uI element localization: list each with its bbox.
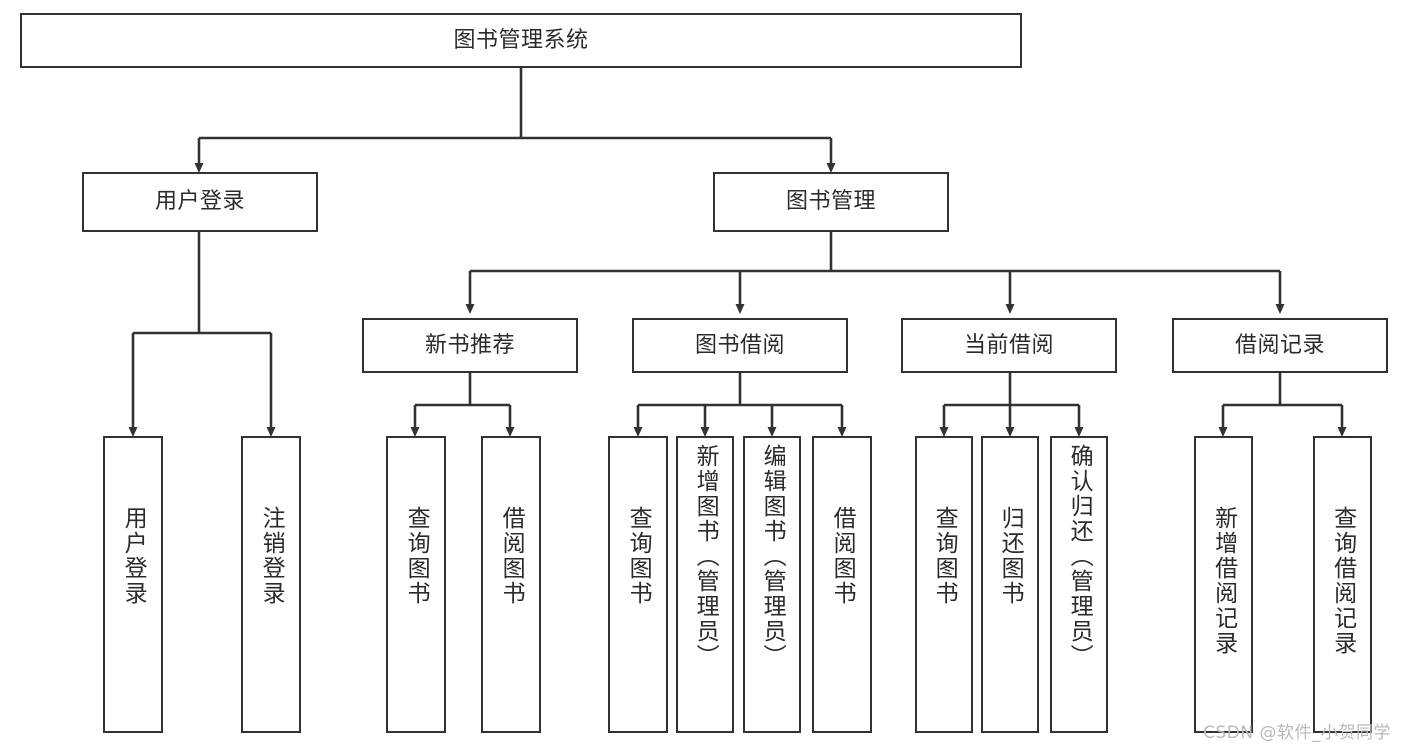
node-label: 借阅图书: [829, 506, 856, 606]
leaf-query-book-current[interactable]: 查询图书: [915, 436, 973, 733]
node-label: 确认归还（管理员）: [1066, 444, 1093, 669]
node-label: 借阅记录: [1234, 332, 1325, 358]
leaf-add-borrow-record[interactable]: 新增借阅记录: [1194, 436, 1253, 733]
node-label: 用户登录: [120, 506, 147, 606]
leaf-add-book-admin[interactable]: 新增图书（管理员）: [676, 436, 734, 733]
node-label: 注销登录: [258, 506, 285, 606]
node-label: 图书借阅: [694, 332, 785, 358]
node-label: 查询借阅记录: [1329, 506, 1356, 656]
node-book-borrow[interactable]: 图书借阅: [632, 318, 848, 373]
node-label: 查询图书: [403, 506, 430, 606]
leaf-edit-book-admin[interactable]: 编辑图书（管理员）: [743, 436, 801, 733]
node-label: 新增图书（管理员）: [692, 444, 719, 669]
node-label: 查询图书: [625, 506, 652, 606]
node-borrow-record[interactable]: 借阅记录: [1172, 318, 1388, 373]
leaf-user-login[interactable]: 用户登录: [103, 436, 163, 733]
node-label: 新增借阅记录: [1210, 506, 1237, 656]
leaf-query-book-borrow[interactable]: 查询图书: [608, 436, 668, 733]
node-label: 归还图书: [997, 506, 1024, 606]
leaf-borrow-book[interactable]: 借阅图书: [812, 436, 872, 733]
leaf-confirm-return-admin[interactable]: 确认归还（管理员）: [1050, 436, 1108, 733]
node-label: 借阅图书: [498, 506, 525, 606]
node-label: 当前借阅: [963, 332, 1054, 358]
leaf-query-book-new[interactable]: 查询图书: [386, 436, 446, 733]
node-current-borrow[interactable]: 当前借阅: [901, 318, 1117, 373]
leaf-logout[interactable]: 注销登录: [241, 436, 301, 733]
leaf-borrow-book-new[interactable]: 借阅图书: [481, 436, 541, 733]
leaf-query-borrow-record[interactable]: 查询借阅记录: [1313, 436, 1372, 733]
node-label: 图书管理系统: [453, 27, 589, 53]
node-label: 图书管理: [785, 189, 876, 215]
node-root-book-management-system[interactable]: 图书管理系统: [20, 13, 1022, 68]
csdn-watermark: CSDN @软件_小贺同学: [1203, 723, 1391, 743]
node-label: 查询图书: [931, 506, 958, 606]
node-user-login[interactable]: 用户登录: [82, 172, 318, 232]
node-new-book-recommend[interactable]: 新书推荐: [362, 318, 578, 373]
node-label: 用户登录: [154, 189, 245, 215]
node-label: 新书推荐: [424, 332, 515, 358]
node-label: 编辑图书（管理员）: [759, 444, 786, 669]
node-book-management[interactable]: 图书管理: [713, 172, 949, 232]
leaf-return-book[interactable]: 归还图书: [981, 436, 1039, 733]
